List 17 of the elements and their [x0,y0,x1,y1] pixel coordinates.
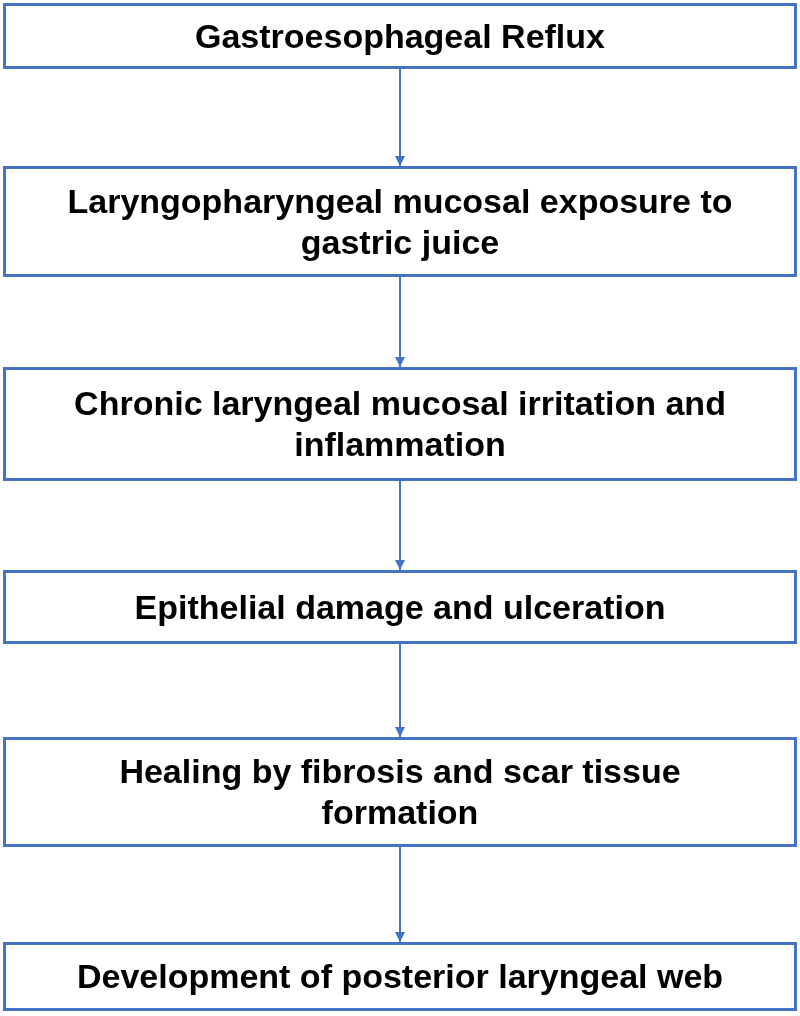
process-box [3,737,797,847]
box-text: Laryngopharyngeal mucosal exposure to gastric juice [66,180,734,263]
box-text: Chronic laryngeal mucosal irritation and inflammation [73,383,727,465]
arrow [395,68,405,167]
process-box [3,3,797,69]
process-box [3,166,797,277]
arrow [395,643,405,738]
process-box [3,570,797,644]
arrow [395,480,405,571]
process-box [3,942,797,1011]
box-text: Healing by fibrosis and scar tissue formation [118,751,682,833]
box-text: Development of posterior laryngeal web [76,956,724,997]
arrow [395,846,405,943]
box-text: Gastroesophageal Reflux [195,15,605,57]
box-text: Epithelial damage and ulceration [134,586,666,628]
arrow [395,276,405,368]
process-box [3,367,797,481]
